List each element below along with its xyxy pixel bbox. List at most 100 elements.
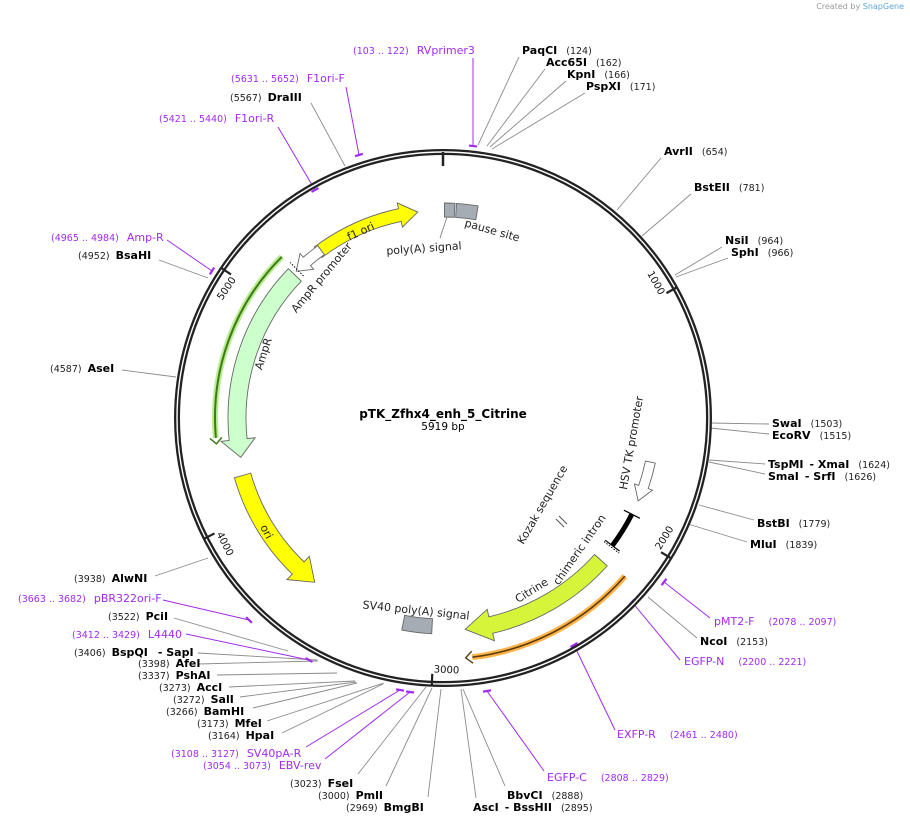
site-label-pshai: (3337)PshAI <box>138 669 210 682</box>
primer-binding-mark-f1ori-r <box>310 187 320 193</box>
site-label-mfei: (3173) MfeI <box>197 717 262 730</box>
feature-label-pause-site: pause site <box>463 216 521 244</box>
primer-label-amp-r: (4965 .. 4984)Amp-R <box>51 231 164 244</box>
site-label-paqci: PaqCI(124) <box>522 44 592 57</box>
primer-range: (3108 .. 3127) <box>171 749 239 760</box>
leader-line-paqci <box>477 56 520 146</box>
primer-range: (2808 .. 2829) <box>601 773 669 784</box>
site-label-fsei: (3023)FseI <box>290 777 353 790</box>
site-position: (2895) <box>561 803 593 814</box>
leader-line-pspxi <box>491 92 586 150</box>
leader-line-avrii <box>616 157 662 211</box>
leader-line-bspqi <box>197 652 318 661</box>
site-name: PciI <box>146 610 168 623</box>
primer-line-egfp-c <box>486 690 545 772</box>
site-alt-name: - SapI <box>158 646 194 659</box>
leader-line-afei <box>197 660 319 665</box>
tick-5000 <box>220 266 232 276</box>
site-label-kpni: KpnI(166) <box>567 68 630 81</box>
intron-end-cap <box>623 509 641 519</box>
feature-hsv-tk-promoter <box>633 460 656 502</box>
feature-boundary <box>289 262 304 277</box>
primer-line-pmt2-f <box>663 581 711 619</box>
site-name: AccI <box>197 681 223 694</box>
site-position: (2969) <box>346 803 378 814</box>
site-position: (3406) <box>74 648 106 659</box>
feature-ampr <box>219 268 302 458</box>
site-position: (162) <box>596 58 622 69</box>
feature-f1-ori <box>313 202 419 259</box>
primer-range: (2078 .. 2097) <box>769 617 837 628</box>
site-position: (4952) <box>78 251 110 262</box>
site-name: SphI <box>731 246 759 259</box>
primer-binding-mark-ebv-rev <box>405 690 415 694</box>
site-position: (3522) <box>108 612 140 623</box>
leader-line-fsei <box>357 686 427 775</box>
site-label-bmgbi: (2969)BmgBI <box>346 801 424 814</box>
site-label-tspmi: TspMI- XmaI(1624) <box>768 458 890 471</box>
site-label-draiii: (5567)DraIII <box>230 91 302 104</box>
site-alt-name: - BssHII <box>505 801 552 814</box>
branding-prefix: Created by <box>816 2 861 11</box>
site-name: HpaI <box>246 729 275 742</box>
site-name: SmaI <box>768 470 799 483</box>
feature-ori <box>233 472 316 583</box>
primer-line-egfp-n <box>631 601 681 661</box>
site-position: (654) <box>702 147 728 158</box>
leader-line-bamhi <box>252 682 358 709</box>
leader-line-sphi <box>675 257 729 278</box>
site-position: (1515) <box>820 431 852 442</box>
leader-line-tspmi <box>708 459 766 465</box>
ampr-orf-line <box>214 256 283 438</box>
site-name: AscI <box>473 801 499 814</box>
site-position: (1503) <box>811 419 843 430</box>
site-name: BspQI <box>112 646 148 659</box>
feature-kozak-sequence <box>558 515 568 525</box>
site-position: (3273) <box>159 683 191 694</box>
primer-line-f1ori-r <box>277 126 316 191</box>
site-position: (2153) <box>736 637 768 648</box>
primer-name: EXFP-R <box>617 728 656 741</box>
site-label-bamhi: (3266)BamHI <box>166 705 244 718</box>
leader-line-pshai <box>216 672 338 676</box>
site-position: (3938) <box>74 574 106 585</box>
primer-range: (4965 .. 4984) <box>51 233 119 244</box>
site-name: MfeI <box>235 717 262 730</box>
site-position: (1839) <box>786 540 818 551</box>
site-position: (1779) <box>799 519 831 530</box>
site-name: BbvCI <box>507 789 543 802</box>
primer-label-f1ori-r: (5421 .. 5440)F1ori-R <box>159 112 274 125</box>
leader-line-pcii <box>173 617 289 652</box>
site-name: DraIII <box>268 91 302 104</box>
feature-label-poly-a-signal: poly(A) signal <box>386 239 462 257</box>
primer-name: F1ori-F <box>307 72 345 85</box>
primer-line-sv40pa-r <box>305 689 401 748</box>
citrine-orf-arrowhead <box>464 650 474 664</box>
primer-range: (2200 .. 2221) <box>738 657 806 668</box>
site-label-bbvci: BbvCI(2888) <box>507 789 583 802</box>
primer-label-egfp-n: EGFP-N(2200 .. 2221) <box>684 655 806 668</box>
site-position: (966) <box>768 248 794 259</box>
leader-line-kpni <box>489 80 567 148</box>
tick-2000 <box>660 551 672 560</box>
site-position: (3173) <box>197 719 229 730</box>
primer-line-exfp-r <box>573 644 616 731</box>
primer-binding-mark-pbr322ori-f <box>245 616 253 624</box>
primer-label-sv40pa-r: (3108 .. 3127)SV40pA-R <box>171 747 302 760</box>
site-name: NsiI <box>725 234 749 247</box>
site-name: Acc65I <box>546 56 587 69</box>
site-position: (4587) <box>50 364 82 375</box>
primer-name: RVprimer3 <box>417 44 475 57</box>
site-label-asei: (4587)AseI <box>50 362 114 375</box>
leader-line-hpai <box>281 683 384 734</box>
leader-line-bbvci <box>462 688 506 787</box>
primer-binding-mark-exfp-r <box>569 642 579 648</box>
primer-label-pbr322ori-f: (3663 .. 3682)pBR322ori-F <box>18 592 162 605</box>
feature-kozak-sequence <box>555 518 565 528</box>
site-position: (124) <box>566 46 592 57</box>
site-label-avrii: AvrII(654) <box>664 145 727 158</box>
feature-sv40-poly-a-signal <box>401 614 433 635</box>
tick-label-3000: 3000 <box>434 664 460 676</box>
site-name: SalI <box>211 693 234 706</box>
